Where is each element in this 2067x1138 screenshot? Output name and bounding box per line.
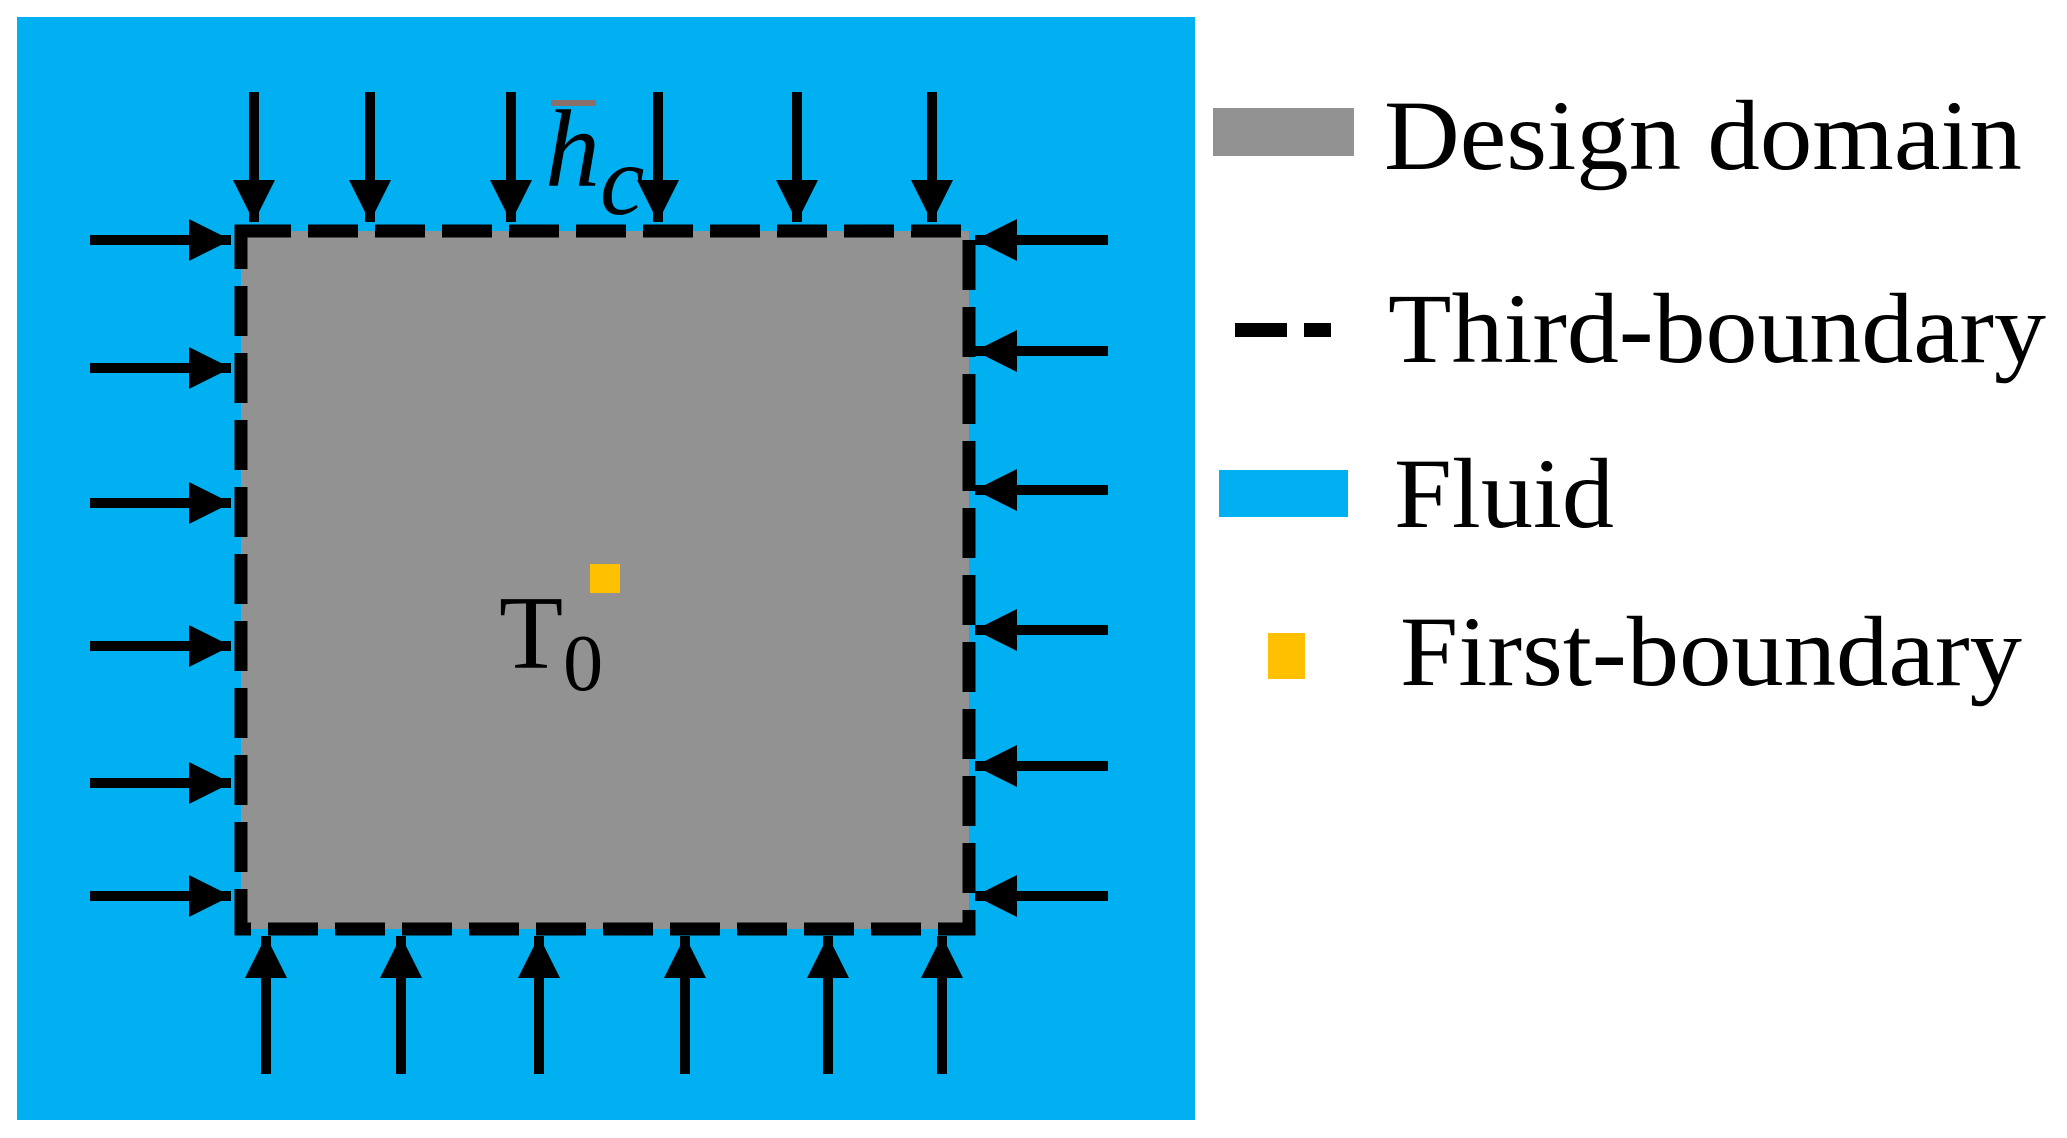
legend-swatch-fluid: [1219, 470, 1348, 517]
legend-label-fluid: Fluid: [1394, 438, 1614, 549]
legend-label-first-boundary: First-boundary: [1400, 596, 2022, 707]
legend: Design domain Third-boundary Fluid First…: [1213, 80, 2046, 707]
h-c-label: hc: [545, 88, 644, 236]
legend-label-third-boundary: Third-boundary: [1388, 273, 2046, 384]
heat-flux-arrows: [90, 92, 1108, 1074]
legend-swatch-design-domain: [1213, 108, 1354, 156]
legend-label-design-domain: Design domain: [1384, 80, 2022, 191]
t0-label: T0: [499, 574, 603, 708]
first-boundary-point: [590, 564, 620, 593]
legend-swatch-first-boundary: [1268, 633, 1305, 679]
third-boundary-dashed: [234, 224, 976, 936]
